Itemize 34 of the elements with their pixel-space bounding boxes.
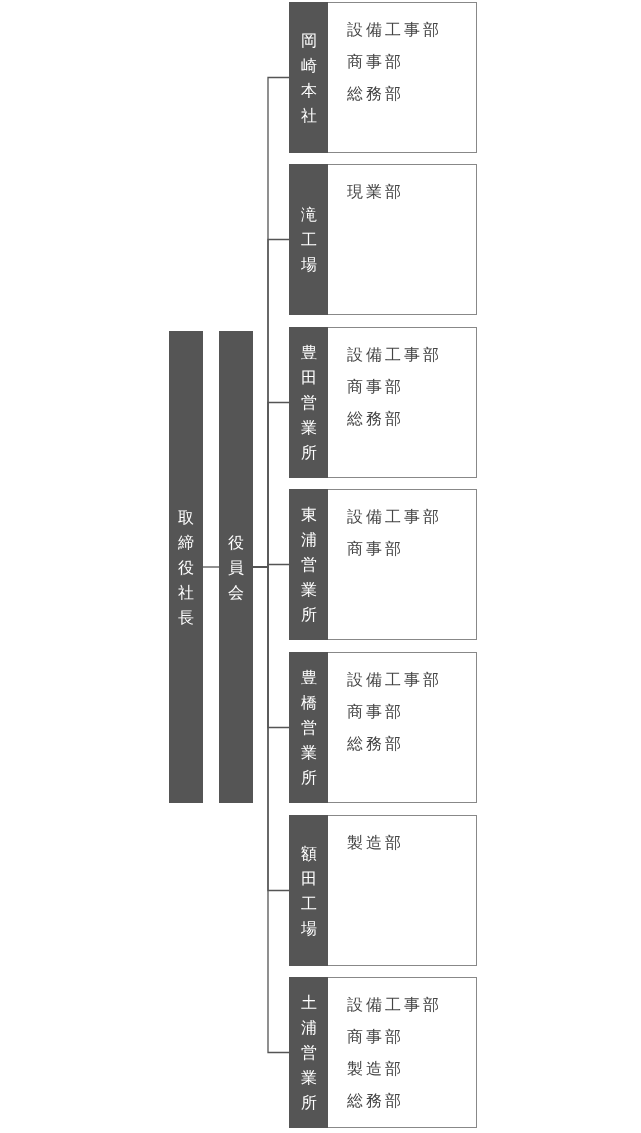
office-label: 滝工場 [289,164,328,315]
office-label: 土浦営業所 [289,977,328,1128]
department-label: 商事部 [347,52,404,72]
office-label: 額田工場 [289,815,328,966]
office-label: 東浦営業所 [289,489,328,640]
connector-line [202,566,220,568]
department-label: 総務部 [347,1091,404,1111]
department-label: 現業部 [347,182,404,202]
department-label: 商事部 [347,539,404,559]
department-label: 設備工事部 [347,670,442,690]
office-box [289,327,477,478]
department-label: 製造部 [347,1059,404,1079]
position-box: 取締役社長 [169,331,203,803]
office-label: 岡崎本社 [289,2,328,153]
office-box [289,652,477,803]
department-label: 総務部 [347,734,404,754]
department-label: 設備工事部 [347,507,442,527]
department-label: 設備工事部 [347,995,442,1015]
office-label: 豊田営業所 [289,327,328,478]
office-label: 豊橋営業所 [289,652,328,803]
department-label: 商事部 [347,702,404,722]
office-box [289,2,477,153]
department-label: 総務部 [347,84,404,104]
department-label: 商事部 [347,1027,404,1047]
department-label: 総務部 [347,409,404,429]
office-box [289,977,477,1128]
department-label: 商事部 [347,377,404,397]
department-label: 設備工事部 [347,20,442,40]
office-box [289,489,477,640]
position-box: 役員会 [219,331,253,803]
department-label: 設備工事部 [347,345,442,365]
department-label: 製造部 [347,833,404,853]
office-box [289,815,477,966]
office-box [289,164,477,315]
